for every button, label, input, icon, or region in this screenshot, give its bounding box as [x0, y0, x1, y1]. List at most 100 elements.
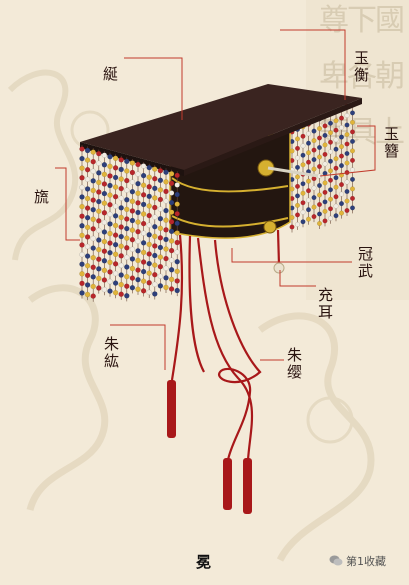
bead [169, 191, 174, 196]
bead [295, 146, 300, 151]
bead [130, 266, 135, 271]
bead [345, 132, 350, 137]
bead [345, 189, 350, 194]
bead [119, 177, 124, 182]
bead [317, 164, 322, 169]
label-chonger: 充耳 [317, 287, 334, 321]
bead [169, 219, 174, 224]
bead [96, 218, 101, 223]
bead [113, 271, 118, 276]
bead [295, 203, 300, 208]
bead [164, 208, 169, 213]
bead [169, 171, 174, 176]
bead [345, 208, 350, 213]
bead [317, 202, 322, 207]
bead [102, 210, 107, 215]
zhuhong-tassel [167, 380, 176, 438]
bead [350, 149, 355, 154]
bead [175, 192, 180, 197]
bead [102, 230, 107, 235]
bead [158, 226, 163, 231]
bead [136, 268, 141, 273]
bead [334, 128, 339, 133]
bead [175, 230, 180, 235]
bead [108, 269, 113, 274]
bead [102, 278, 107, 283]
bead [108, 202, 113, 207]
bead [136, 277, 141, 282]
bead [96, 190, 101, 195]
bead [323, 209, 328, 214]
bead [136, 181, 141, 186]
bead [158, 255, 163, 260]
bead [301, 220, 306, 225]
bead [169, 258, 174, 263]
bead [339, 163, 344, 168]
bead [152, 253, 157, 258]
bead [96, 151, 101, 156]
bead [312, 148, 317, 153]
bead [301, 191, 306, 196]
bead [301, 201, 306, 206]
watermark-text: 第1收藏 [346, 555, 386, 568]
bead [147, 271, 152, 276]
bead [158, 283, 163, 288]
bead [108, 212, 113, 217]
bead [124, 265, 129, 270]
bead [169, 287, 174, 292]
bead [158, 245, 163, 250]
bead [108, 279, 113, 284]
bead [85, 282, 90, 287]
bead [91, 246, 96, 251]
bead [80, 185, 85, 190]
bead [295, 213, 300, 218]
bead [130, 247, 135, 252]
bead [119, 157, 124, 162]
bead [119, 196, 124, 201]
bead [136, 172, 141, 177]
bead [141, 212, 146, 217]
bead [119, 292, 124, 297]
bead [141, 288, 146, 293]
bead [147, 223, 152, 228]
bead [158, 207, 163, 212]
bead [339, 116, 344, 121]
bead [306, 150, 311, 155]
bead [317, 221, 322, 226]
bead [102, 172, 107, 177]
bead [102, 191, 107, 196]
bead [141, 202, 146, 207]
bead [164, 170, 169, 175]
bead [169, 267, 174, 272]
bead [96, 199, 101, 204]
bead [113, 185, 118, 190]
bead [80, 147, 85, 152]
bead [323, 200, 328, 205]
bead [91, 217, 96, 222]
bead [339, 182, 344, 187]
bead [80, 262, 85, 267]
bead [164, 218, 169, 223]
bead [175, 259, 180, 264]
bead [124, 226, 129, 231]
bead [147, 232, 152, 237]
bead [119, 205, 124, 210]
bead [152, 243, 157, 248]
bead [345, 199, 350, 204]
bead [328, 131, 333, 136]
bead [96, 286, 101, 291]
bead [108, 164, 113, 169]
bead [91, 236, 96, 241]
bead [141, 279, 146, 284]
bead [306, 198, 311, 203]
bead [152, 272, 157, 277]
bead [345, 142, 350, 147]
bead [102, 153, 107, 158]
bead [80, 166, 85, 171]
label-guanwu: 冠武 [357, 246, 374, 280]
bead [175, 221, 180, 226]
bead [91, 255, 96, 260]
bead [328, 207, 333, 212]
bead [339, 201, 344, 206]
bead [169, 210, 174, 215]
